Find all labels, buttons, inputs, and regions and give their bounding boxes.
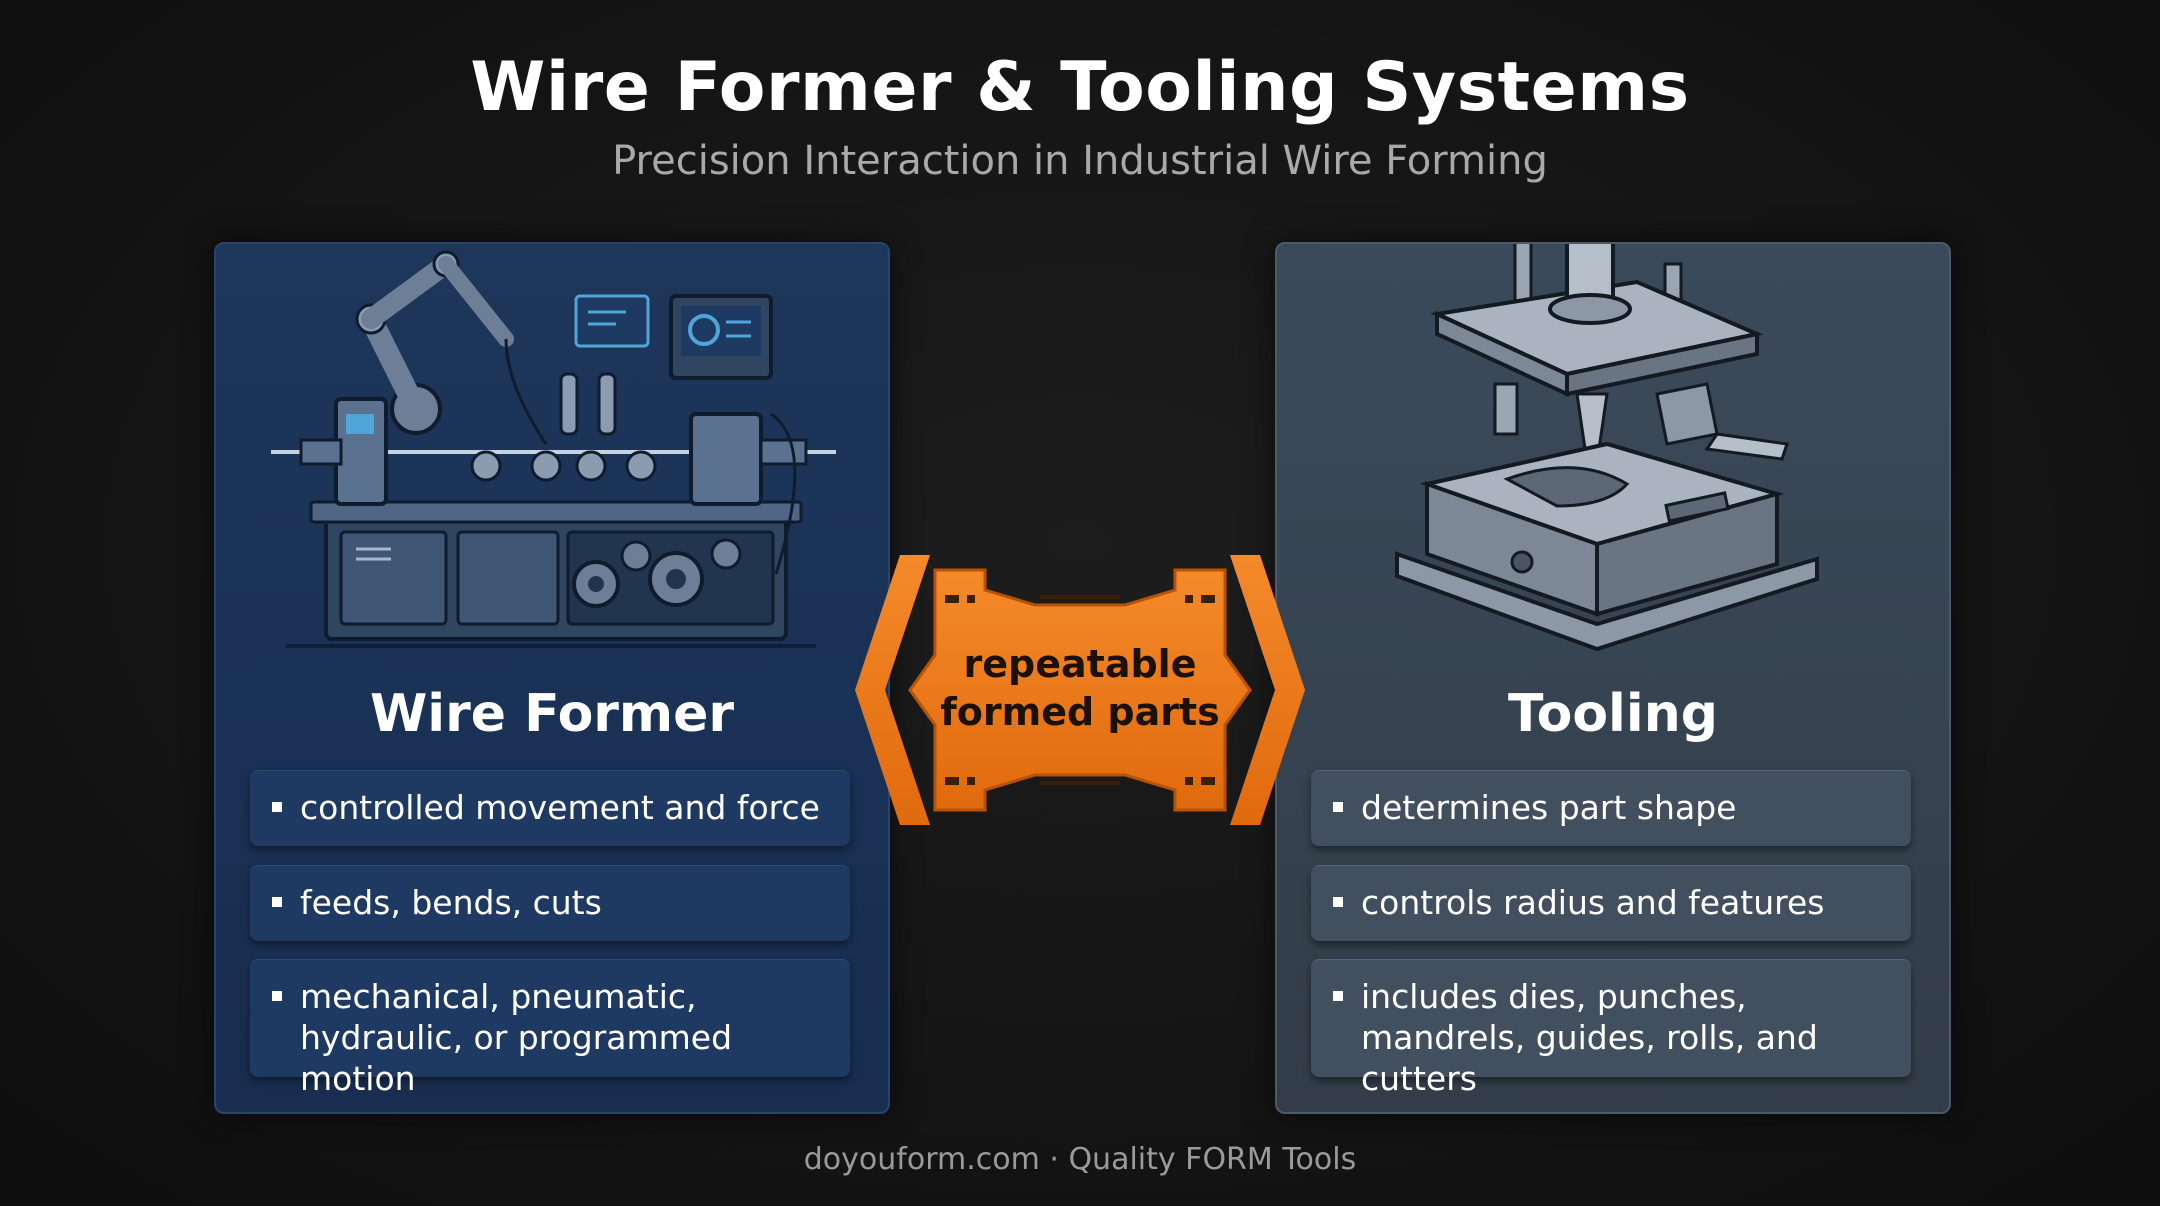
connector-label: repeatable formed parts — [940, 642, 1220, 734]
bullet-icon — [1333, 991, 1343, 1001]
wire-forming-machine-icon — [271, 250, 836, 648]
bullet-icon — [272, 897, 282, 907]
page-subtitle: Precision Interaction in Industrial Wire… — [612, 138, 1548, 184]
wire-former-item: mechanical, pneumatic, hydraulic, or pro… — [250, 959, 850, 1098]
wire-former-heading: Wire Former — [369, 684, 735, 744]
bracket-connector-icon — [855, 555, 1305, 825]
wire-former-item: feeds, bends, cuts — [250, 865, 850, 941]
item-text: mechanical, pneumatic, hydraulic, or pro… — [300, 977, 733, 1098]
tooling-heading: Tooling — [1508, 684, 1718, 744]
bullet-icon — [272, 802, 282, 812]
item-text: determines part shape — [1361, 788, 1737, 827]
bullet-icon — [1333, 802, 1343, 812]
die-set-tooling-icon — [1395, 244, 1819, 652]
item-text: controlled movement and force — [300, 788, 820, 827]
tooling-item: determines part shape — [1311, 770, 1911, 846]
tooling-item: includes dies, punches, mandrels, guides… — [1311, 959, 1911, 1098]
item-text: feeds, bends, cuts — [300, 883, 602, 922]
bullet-icon — [272, 991, 282, 1001]
footer-credit: doyouform.com · Quality FORM Tools — [803, 1142, 1357, 1177]
tooling-item: controls radius and features — [1311, 865, 1911, 941]
wire-former-panel: Wire Former controlled movement and forc… — [214, 242, 890, 1114]
item-text: includes dies, punches, mandrels, guides… — [1361, 977, 1818, 1098]
tooling-panel: Tooling determines part shape controls r… — [1275, 242, 1951, 1114]
item-text: controls radius and features — [1361, 883, 1825, 922]
wire-former-item: controlled movement and force — [250, 770, 850, 846]
bullet-icon — [1333, 897, 1343, 907]
page-title: Wire Former & Tooling Systems — [470, 48, 1690, 127]
